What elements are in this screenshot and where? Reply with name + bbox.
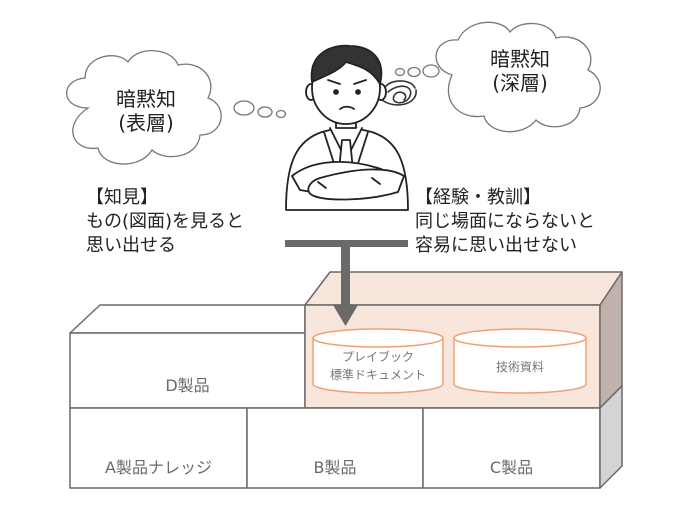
knowledge-label: 【知見】 もの(図面)を見ると 思い出せる bbox=[86, 186, 244, 258]
knowledge-label-line2: もの(図面)を見ると bbox=[86, 211, 245, 232]
playbook-cylinder-label: プレイブック 標準ドキュメント bbox=[313, 348, 443, 384]
thought-cloud-deep bbox=[394, 21, 601, 133]
b-product-label: B製品 bbox=[313, 458, 357, 477]
bottom-block-side bbox=[599, 385, 623, 489]
cloud-deep-line1: 暗黙知 bbox=[490, 47, 550, 71]
d-block-top bbox=[69, 304, 306, 334]
cloud-surface-line2: (表層) bbox=[118, 110, 174, 135]
confusion-swirl-icon bbox=[381, 80, 417, 106]
pointer-arrow bbox=[285, 240, 408, 326]
d-block-front bbox=[69, 332, 306, 409]
c-product-label: C製品 bbox=[489, 458, 534, 477]
playbook-line1: プレイブック bbox=[341, 350, 414, 364]
thinking-businessman-icon bbox=[285, 44, 409, 211]
thought-cloud-surface bbox=[65, 50, 287, 165]
cloud-deep-title: 暗黙知 (深層) bbox=[470, 47, 570, 95]
experience-label-line3: 容易に思い出せない bbox=[415, 235, 577, 256]
highlight-block-top bbox=[304, 271, 623, 306]
experience-label-line2: 同じ場面にならないと bbox=[415, 211, 595, 232]
cloud-surface-title: 暗黙知 (表層) bbox=[96, 87, 196, 135]
cylinder-playbook bbox=[312, 328, 444, 394]
cylinder-tech bbox=[453, 328, 587, 394]
knowledge-label-heading: 【知見】 bbox=[86, 187, 158, 208]
d-product-label: D製品 bbox=[165, 376, 210, 395]
cloud-deep-line2: (深層) bbox=[492, 70, 548, 95]
experience-label: 【経験・教訓】 同じ場面にならないと 容易に思い出せない bbox=[415, 186, 595, 258]
knowledge-label-line3: 思い出せる bbox=[86, 235, 176, 256]
cloud-surface-line1: 暗黙知 bbox=[116, 87, 176, 111]
a-product-label: A製品ナレッジ bbox=[105, 458, 212, 477]
playbook-line2: 標準ドキュメント bbox=[329, 368, 426, 382]
tech-cylinder-label: 技術資料 bbox=[495, 360, 544, 374]
experience-label-heading: 【経験・教訓】 bbox=[415, 187, 541, 208]
